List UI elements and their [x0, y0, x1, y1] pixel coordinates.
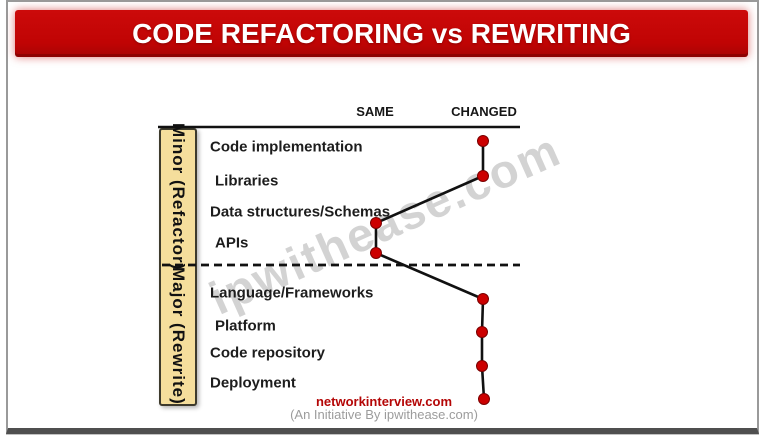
- column-header-same: SAME: [356, 104, 394, 119]
- row-label-language-frameworks: Language/Frameworks: [210, 284, 374, 302]
- row-label-platform: Platform: [215, 317, 276, 335]
- section-bar: [159, 128, 197, 406]
- point-platform-changed: [476, 326, 488, 338]
- point-data-structures-same: [370, 217, 382, 229]
- row-label-code-repository: Code repository: [210, 344, 326, 362]
- point-libraries-changed: [477, 170, 489, 182]
- section-label-major-rewrite: Major (Rewrite): [169, 267, 188, 405]
- row-label-code-implementation: Code implementation: [210, 138, 363, 156]
- row-label-deployment: Deployment: [210, 374, 296, 392]
- row-label-apis: APIs: [215, 234, 249, 252]
- column-header-changed: CHANGED: [451, 104, 517, 119]
- point-code-implementation-changed: [477, 135, 489, 147]
- page-title: CODE REFACTORING vs REWRITING: [132, 17, 631, 49]
- same-changed-connector-line: [374, 141, 486, 400]
- footer-site-link: networkinterview.com: [315, 394, 453, 409]
- row-label-libraries: Libraries: [215, 172, 279, 190]
- section-label-minor-refactor: Minor (Refactor): [169, 123, 188, 271]
- point-code-repository-changed: [476, 360, 488, 372]
- title-banner: CODE REFACTORING vs REWRITING: [15, 10, 748, 57]
- point-apis-same: [370, 247, 382, 259]
- page-frame: [6, 0, 759, 434]
- footer-initiative-text: (An Initiative By ipwithease.com): [290, 407, 478, 422]
- point-deployment-changed: [478, 393, 490, 405]
- point-language-frameworks-changed: [477, 293, 489, 305]
- row-label-data-structures-schemas: Data structures/Schemas: [210, 203, 391, 221]
